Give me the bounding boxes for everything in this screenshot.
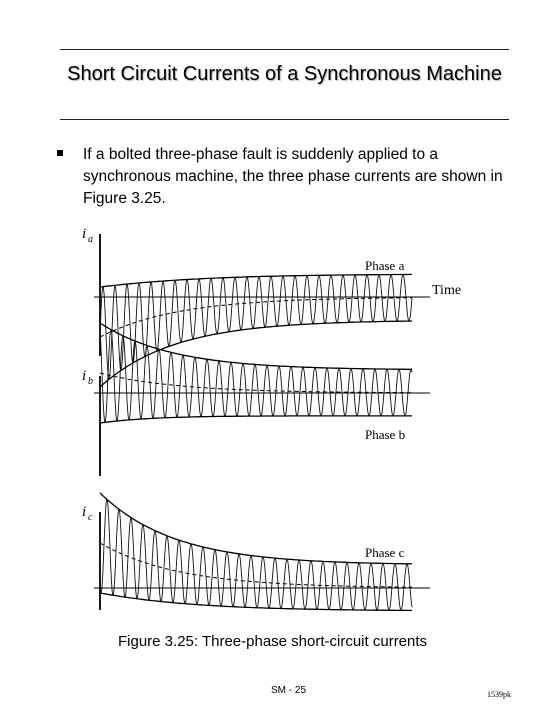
- current-axis-subscript-2: b: [88, 376, 93, 387]
- current-axis-label-1: i: [82, 226, 86, 242]
- phase-label-3: Phase c: [365, 545, 405, 560]
- current-axis-label-3: i: [82, 504, 86, 520]
- figure-caption-text: : Three-phase short-circuit currents: [193, 633, 428, 650]
- phase-label-2: Phase b: [365, 427, 405, 442]
- figure-caption-label: Figure 3.25: [118, 633, 194, 650]
- lower-envelope-3: [99, 592, 413, 612]
- current-axis-label-2: i: [82, 368, 86, 384]
- upper-envelope-2: [99, 322, 412, 370]
- lower-envelope-2: [99, 415, 412, 424]
- phase-current-wave-1: [99, 273, 413, 381]
- page-stamp: 1539pk: [487, 690, 511, 699]
- phase-current-wave-2: [99, 329, 413, 423]
- lower-envelope-1: [99, 320, 413, 388]
- upper-envelope-1: [99, 273, 413, 288]
- bullet-text: If a bolted three-phase fault is suddenl…: [83, 146, 503, 207]
- current-axis-subscript-1: a: [88, 234, 93, 245]
- slide-footer: SM - 25: [271, 685, 307, 696]
- slide-title: Short Circuit Currents of a Synchronous …: [67, 63, 502, 85]
- upper-envelope-3: [99, 492, 413, 565]
- figure-caption: Figure 3.25: Three-phase short-circuit c…: [118, 633, 427, 650]
- current-axis-subscript-3: c: [88, 512, 93, 523]
- time-axis-label: Time: [432, 283, 461, 298]
- bullet-marker: [57, 150, 63, 156]
- title-bottom-rule: [60, 119, 509, 120]
- phase-label-1: Phase a: [365, 258, 405, 273]
- title-top-rule: [60, 49, 509, 50]
- phase-current-wave-3: [99, 498, 413, 612]
